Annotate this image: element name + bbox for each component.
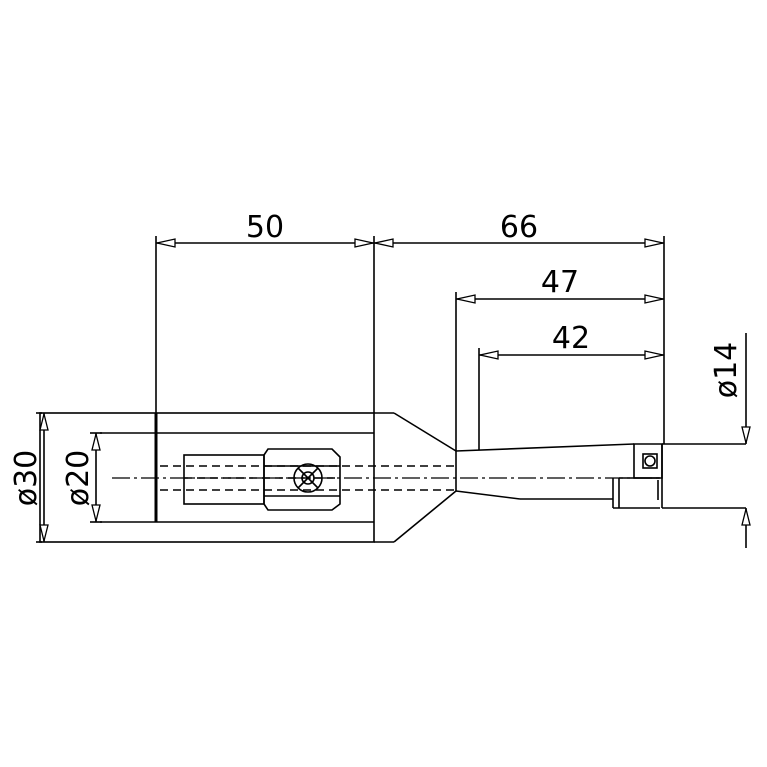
arrow-head: [479, 350, 499, 360]
inner-collet: [183, 448, 341, 511]
arrow-head: [156, 238, 176, 248]
dimension-dia30: ø30: [9, 413, 49, 542]
dim-label-dia20: ø20: [61, 450, 96, 507]
dim-label-dia30: ø30: [9, 450, 44, 507]
dimension-dia14: ø14: [709, 342, 751, 526]
arrow-head: [741, 508, 751, 526]
arrow-head: [354, 238, 374, 248]
arrow-head: [741, 426, 751, 444]
tapered-neck: [374, 412, 746, 543]
arrow-head: [39, 524, 49, 542]
arrow-head: [91, 504, 101, 522]
arrow-head: [374, 238, 394, 248]
arrow-head: [644, 294, 664, 304]
dimension-47: 47: [456, 265, 664, 304]
dimension-50: 50: [156, 210, 374, 248]
arrow-head: [644, 350, 664, 360]
extension-lines: [36, 236, 747, 548]
arrow-head: [91, 433, 101, 451]
dim-label-dia14: ø14: [709, 342, 744, 399]
dim-label-66: 66: [500, 210, 538, 245]
dim-label-42: 42: [552, 321, 590, 356]
dimension-66: 66: [374, 210, 664, 248]
dim-label-50: 50: [246, 210, 284, 245]
arrow-head: [39, 413, 49, 431]
arrow-head: [456, 294, 476, 304]
dimension-42: 42: [479, 321, 664, 360]
dimension-dia20: ø20: [61, 433, 101, 522]
arrow-head: [644, 238, 664, 248]
dim-label-47: 47: [541, 265, 579, 300]
